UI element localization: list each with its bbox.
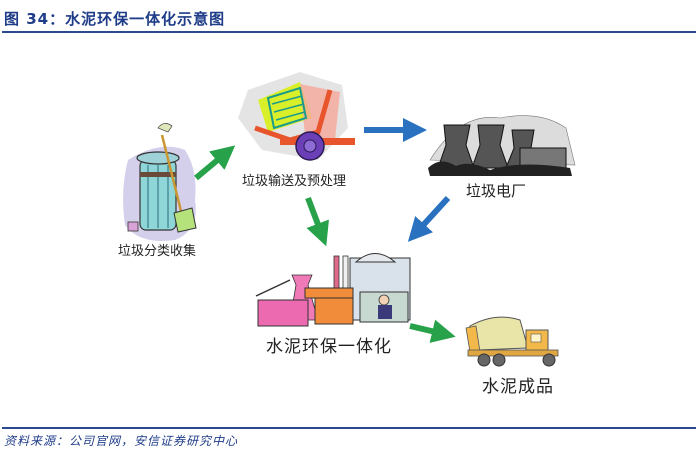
figure-source: 资料来源：公司官网，安信证券研究中心 [4,434,239,448]
trash-can-broom-icon [123,123,197,241]
arrow-cement-to-product [409,319,456,343]
garbage-truck-icon [238,72,355,161]
node-label-transport: 垃圾输送及预处理 [242,174,347,189]
node-label-cement-integration: 水泥环保一体化 [266,337,392,357]
cooling-tower-plant-icon [428,115,576,176]
node-label-cement-product: 水泥成品 [482,377,554,397]
arrow-transport-to-cement [305,196,329,247]
arrow-collection-to-transport [194,145,236,181]
figure-title: 图 34：水泥环保一体化示意图 [4,10,226,28]
arrow-power-plant-to-cement [407,195,451,242]
node-label-power-plant: 垃圾电厂 [466,182,527,200]
cement-factory-icon [255,253,411,327]
node-label-collection: 垃圾分类收集 [118,244,197,259]
cement-mixer-truck-icon [465,316,559,367]
bottom-divider [2,427,696,429]
top-divider [2,31,696,33]
